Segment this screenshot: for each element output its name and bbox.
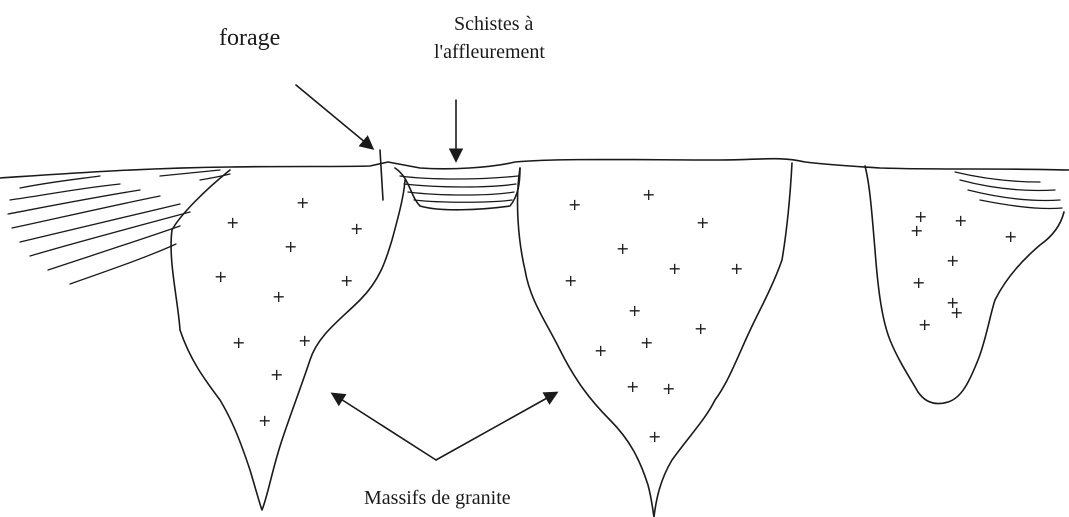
granite-symbol: +	[642, 185, 655, 204]
granite-symbol: +	[912, 273, 925, 292]
granite-symbol: +	[296, 193, 309, 212]
massifs-arrow-right	[436, 393, 556, 460]
granite-symbol: +	[616, 239, 629, 258]
label-schistes-line2: l'affleurement	[434, 41, 545, 63]
granite-symbol: +	[270, 365, 283, 384]
granite-symbol: +	[648, 427, 661, 446]
schist-hatching-right	[955, 172, 1062, 209]
label-forage: forage	[219, 25, 280, 51]
granite-symbol: +	[272, 287, 285, 306]
granite-symbol: +	[668, 259, 681, 278]
granite-symbol: +	[298, 331, 311, 350]
granite-symbol: +	[626, 377, 639, 396]
granite-symbol: +	[232, 333, 245, 352]
forage-arrow	[296, 85, 372, 148]
granite-symbol: +	[628, 301, 641, 320]
granite-symbol: +	[594, 341, 607, 360]
granite-symbol: +	[258, 411, 271, 430]
label-schistes-line1: Schistes à	[454, 13, 534, 35]
schist-outcrop-lens	[395, 168, 520, 210]
granite-symbol: +	[564, 271, 577, 290]
granite-symbol: +	[954, 211, 967, 230]
schist-hatching-left	[8, 170, 230, 284]
granite-symbol: +	[910, 221, 923, 240]
granite-symbol: +	[568, 195, 581, 214]
borehole-line	[380, 150, 383, 200]
granite-symbol: +	[696, 213, 709, 232]
granite-symbol: +	[350, 219, 363, 238]
granite-symbol: +	[662, 379, 675, 398]
granite-massif-1	[171, 170, 405, 510]
granite-symbol: +	[226, 213, 239, 232]
granite-symbol: +	[284, 237, 297, 256]
massifs-arrow-left	[333, 394, 436, 460]
granite-symbol: +	[918, 315, 931, 334]
label-massifs: Massifs de granite	[364, 487, 511, 509]
granite-symbol: +	[1004, 227, 1017, 246]
granite-symbol: +	[950, 303, 963, 322]
granite-symbol: +	[340, 271, 353, 290]
ground-surface-line	[0, 159, 1069, 178]
granite-symbol: +	[946, 251, 959, 270]
granite-symbol: +	[214, 267, 227, 286]
granite-symbols-massif-3: + + + + + + + + +	[910, 207, 1017, 334]
granite-symbol: +	[730, 259, 743, 278]
granite-symbol: +	[694, 319, 707, 338]
granite-massif-2	[518, 163, 792, 517]
granite-symbols-massif-1: + + + + + + + + + + +	[214, 193, 363, 430]
granite-symbol: +	[640, 333, 653, 352]
granite-symbols-massif-2: + + + + + + + + + + + + + +	[564, 185, 743, 446]
granite-massif-3	[865, 166, 1064, 404]
